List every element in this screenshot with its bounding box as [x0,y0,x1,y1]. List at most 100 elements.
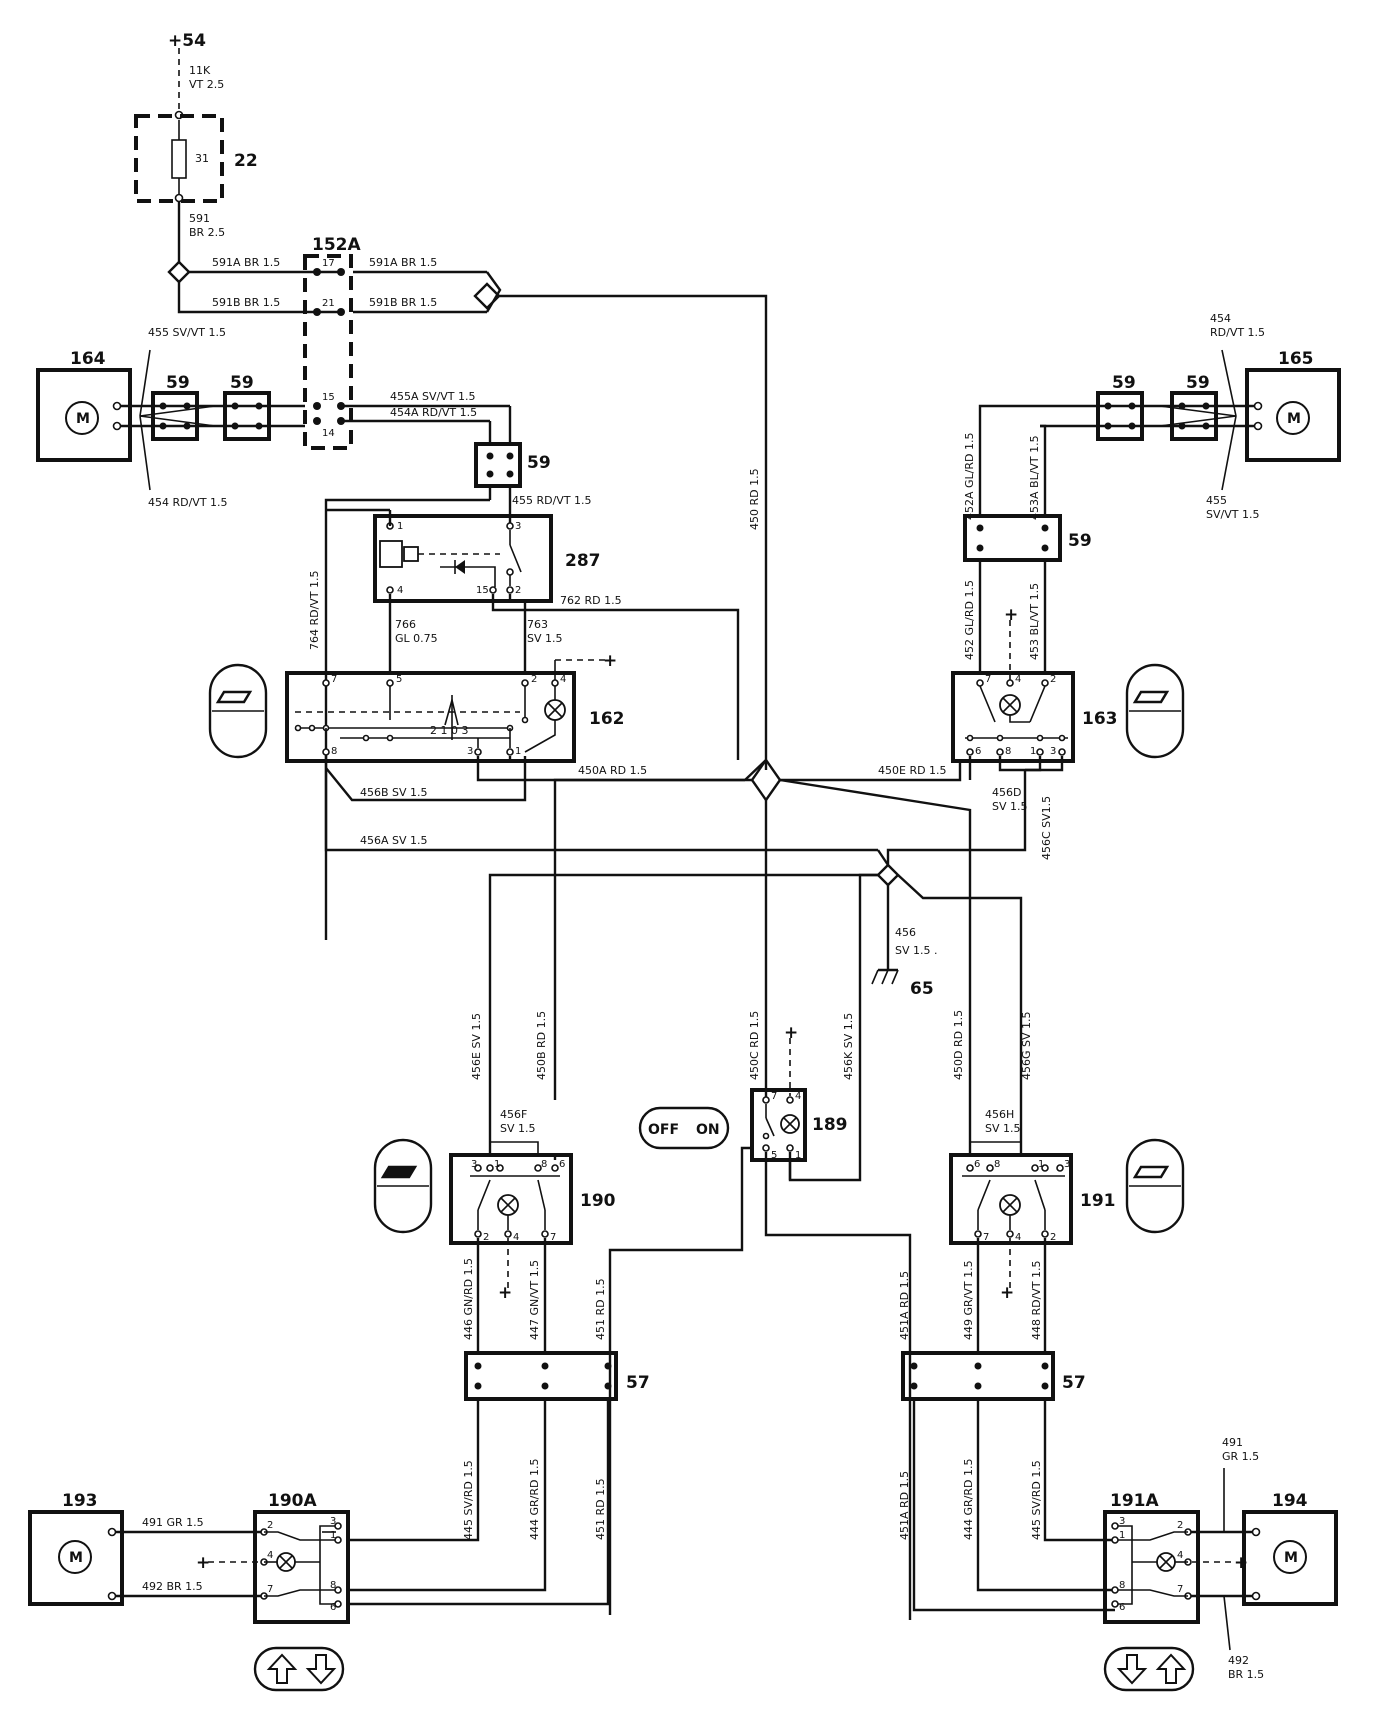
wire-454-right-label: 454 [1210,312,1231,325]
wire-763-label: 763 [527,618,548,631]
wire-452a-label: 452A GL/RD 1.5 [963,433,976,520]
wire-456e-label: 456E SV 1.5 [470,1013,483,1080]
svg-text:6: 6 [974,1159,980,1170]
svg-text:1: 1 [397,521,403,532]
component-162-label: 162 [589,709,625,729]
connector-59-d-label: 59 [1112,373,1136,393]
wire-455-rdvt-label: 455 RD/VT 1.5 [512,494,592,507]
plus-189-label: + [784,1023,798,1043]
plus-191-label: + [1000,1283,1014,1303]
component-287-label: 287 [565,551,601,571]
svg-text:21: 21 [322,298,335,309]
wire-455-right-label: 455 [1206,494,1227,507]
wire-450b-label: 450B RD 1.5 [535,1011,548,1080]
svg-text:5: 5 [396,674,402,685]
component-189-label: 189 [812,1115,848,1135]
arrow-up-icon [1155,1653,1187,1684]
component-152a-label: 152A [312,235,361,255]
wire-456d-label: 456D [992,786,1021,799]
component-190-label: 190 [580,1191,616,1211]
connector-57-left [348,1351,618,1606]
connector-152a [303,254,353,450]
wire-764-label: 764 RD/VT 1.5 [308,570,321,650]
motor-164-icon: M [76,411,90,427]
svg-text:7: 7 [1177,1584,1183,1595]
wire-453a-label: 453A BL/VT 1.5 [1028,435,1041,520]
down-up-button-right[interactable] [1103,1646,1195,1692]
wire-454-right-gauge-label: RD/VT 1.5 [1210,326,1265,339]
svg-text:3: 3 [467,746,473,757]
svg-text:4: 4 [1015,1232,1021,1243]
svg-text:2: 2 [1050,1232,1056,1243]
wire-591a-label-left: 591A BR 1.5 [212,256,280,269]
fuse-22 [134,48,224,262]
up-down-button-left[interactable] [253,1646,345,1692]
wire-455-right-gauge-label: SV/VT 1.5 [1206,508,1259,521]
wire-450c-label: 450C RD 1.5 [748,1011,761,1080]
off-on-button[interactable]: OFF ON [638,1106,730,1150]
plus-163-label: + [1004,605,1018,625]
connector-59-c [324,442,522,940]
svg-text:3: 3 [1119,1516,1125,1527]
svg-text:3: 3 [1050,746,1056,757]
wire-591b-label-left: 591B BR 1.5 [212,296,280,309]
svg-text:1: 1 [330,1530,336,1541]
wire-591-label: 591 [189,212,210,225]
plus-162-label: + [603,651,617,671]
component-193-label: 193 [62,1491,98,1511]
switch-191a [1103,1510,1255,1624]
svg-text:7: 7 [985,674,991,685]
wire-451-label: 451 RD 1.5 [594,1278,607,1340]
motor-193 [28,1510,262,1606]
wire-450a-label: 450A RD 1.5 [578,764,647,777]
svg-text:3: 3 [1064,1159,1070,1170]
motor-165 [978,349,1341,516]
svg-text:7: 7 [550,1232,556,1243]
connector-57-right [901,1351,1115,1612]
svg-text:6: 6 [1119,1602,1125,1613]
wire-445-right-label: 445 SV/RD 1.5 [1030,1460,1043,1540]
svg-text:2: 2 [1050,674,1056,685]
wire-456d-gauge-label: SV 1.5 [992,800,1028,813]
plus54-label: +54 [168,31,206,51]
wire-456-label: 456 [895,926,916,939]
connector-59-f-label: 59 [1068,531,1092,551]
svg-text:4: 4 [397,585,403,596]
wire-451a-lower-label: 451A RD 1.5 [898,1471,911,1540]
component-164-label: 164 [70,349,106,369]
arrow-down-icon [305,1654,337,1685]
wire-766-label: 766 [395,618,416,631]
wire-vt25-label: VT 2.5 [189,78,224,91]
wire-451-lower-label: 451 RD 1.5 [594,1478,607,1540]
motor-165-icon: M [1287,411,1301,427]
connector-57-right-label: 57 [1062,1373,1086,1393]
connector-57-left-label: 57 [626,1373,650,1393]
svg-text:3: 3 [330,1516,336,1527]
relay-287 [373,510,553,603]
component-194-label: 194 [1272,1491,1308,1511]
svg-text:2: 2 [483,1232,489,1243]
wire-444-right-label: 444 GR/RD 1.5 [962,1459,975,1540]
svg-text:1: 1 [795,1150,801,1161]
wire-444-left-label: 444 GR/RD 1.5 [528,1459,541,1540]
svg-text:4: 4 [1177,1550,1183,1561]
wire-456k-label: 456K SV 1.5 [842,1013,855,1080]
wire-591a-label-right: 591A BR 1.5 [369,256,437,269]
switch-163 [951,620,1075,780]
off-label: OFF [648,1122,679,1138]
svg-text:2: 2 [1177,1520,1183,1531]
relay-287-wires [326,508,740,760]
svg-text:4: 4 [795,1091,801,1102]
wire-456g-label: 456G SV 1.5 [1020,1011,1033,1080]
connector-59-c-label: 59 [527,453,551,473]
wire-591b-label-right: 591B BR 1.5 [369,296,437,309]
svg-text:2: 2 [531,674,537,685]
wire-456a-label: 456A SV 1.5 [360,834,428,847]
wire-492-left-label: 492 BR 1.5 [142,1580,203,1593]
wire-491-right-label: 491 [1222,1436,1243,1449]
svg-text:1: 1 [1119,1530,1125,1541]
switch-162-positions-label: 2 1 0 3 [430,724,468,737]
svg-text:15: 15 [476,585,489,596]
switch-189 [608,1038,912,1620]
